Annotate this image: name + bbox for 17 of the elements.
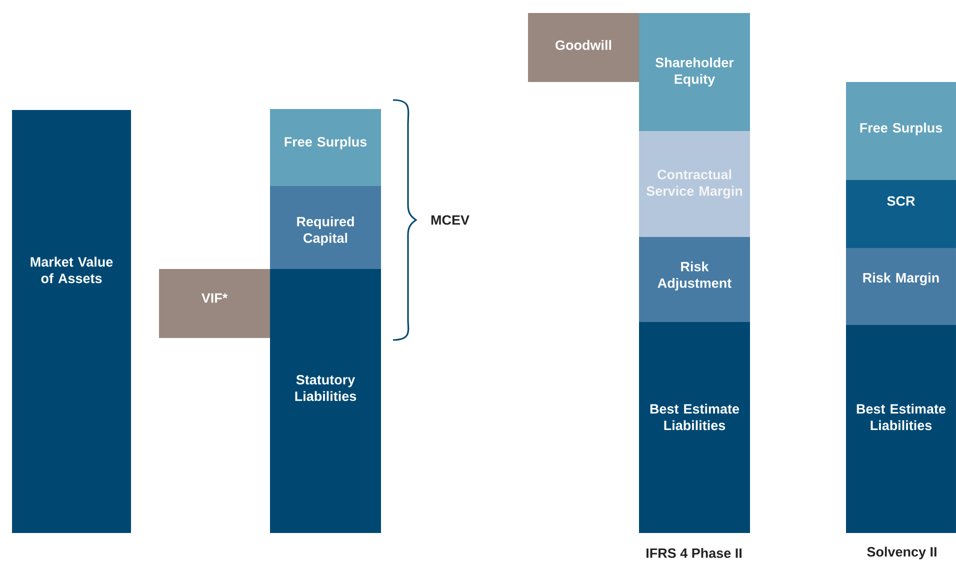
- stack-segment: Contractual Service Margin: [639, 131, 750, 237]
- bracket-label: MCEV: [431, 215, 470, 225]
- stack-segment: Best Estimate Liabilities: [846, 324, 956, 533]
- stack-segment: Free Surplus: [270, 109, 381, 186]
- column-caption: Solvency II: [867, 546, 936, 560]
- asset-bar: Market Value of Assets: [12, 110, 131, 533]
- stack-segment: Risk Margin: [846, 248, 956, 325]
- stack-segment: Best Estimate Liabilities: [639, 322, 750, 533]
- stack-segment: SCR: [846, 180, 956, 248]
- stack-segment: Required Capital: [270, 186, 381, 269]
- stack-segment: Risk Adjustment: [639, 237, 750, 322]
- stack-segment: Statutory Liabilities: [270, 269, 381, 533]
- side-block: VIF*: [159, 269, 270, 338]
- stack-segment: Free Surplus: [846, 82, 956, 180]
- stack-segment: Shareholder Equity: [639, 13, 750, 131]
- side-block: Goodwill: [528, 13, 639, 82]
- column-caption: IFRS 4 Phase II: [646, 548, 742, 558]
